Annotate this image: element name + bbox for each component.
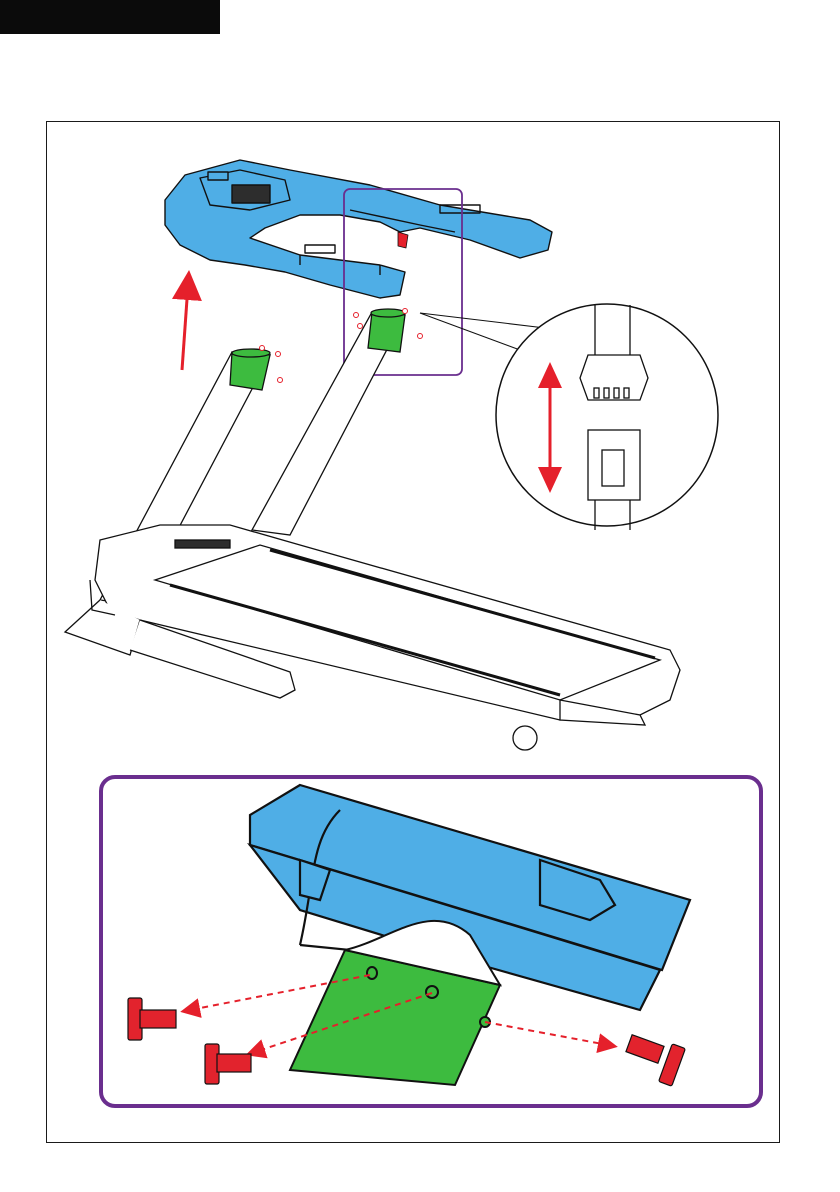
lift-arrow xyxy=(182,285,188,370)
front-wheel xyxy=(513,726,537,750)
console-display xyxy=(232,185,270,203)
console-assembly xyxy=(165,160,552,298)
treadmill-base xyxy=(65,525,680,750)
console-cable-plug xyxy=(398,232,408,248)
right-upright xyxy=(252,309,405,535)
